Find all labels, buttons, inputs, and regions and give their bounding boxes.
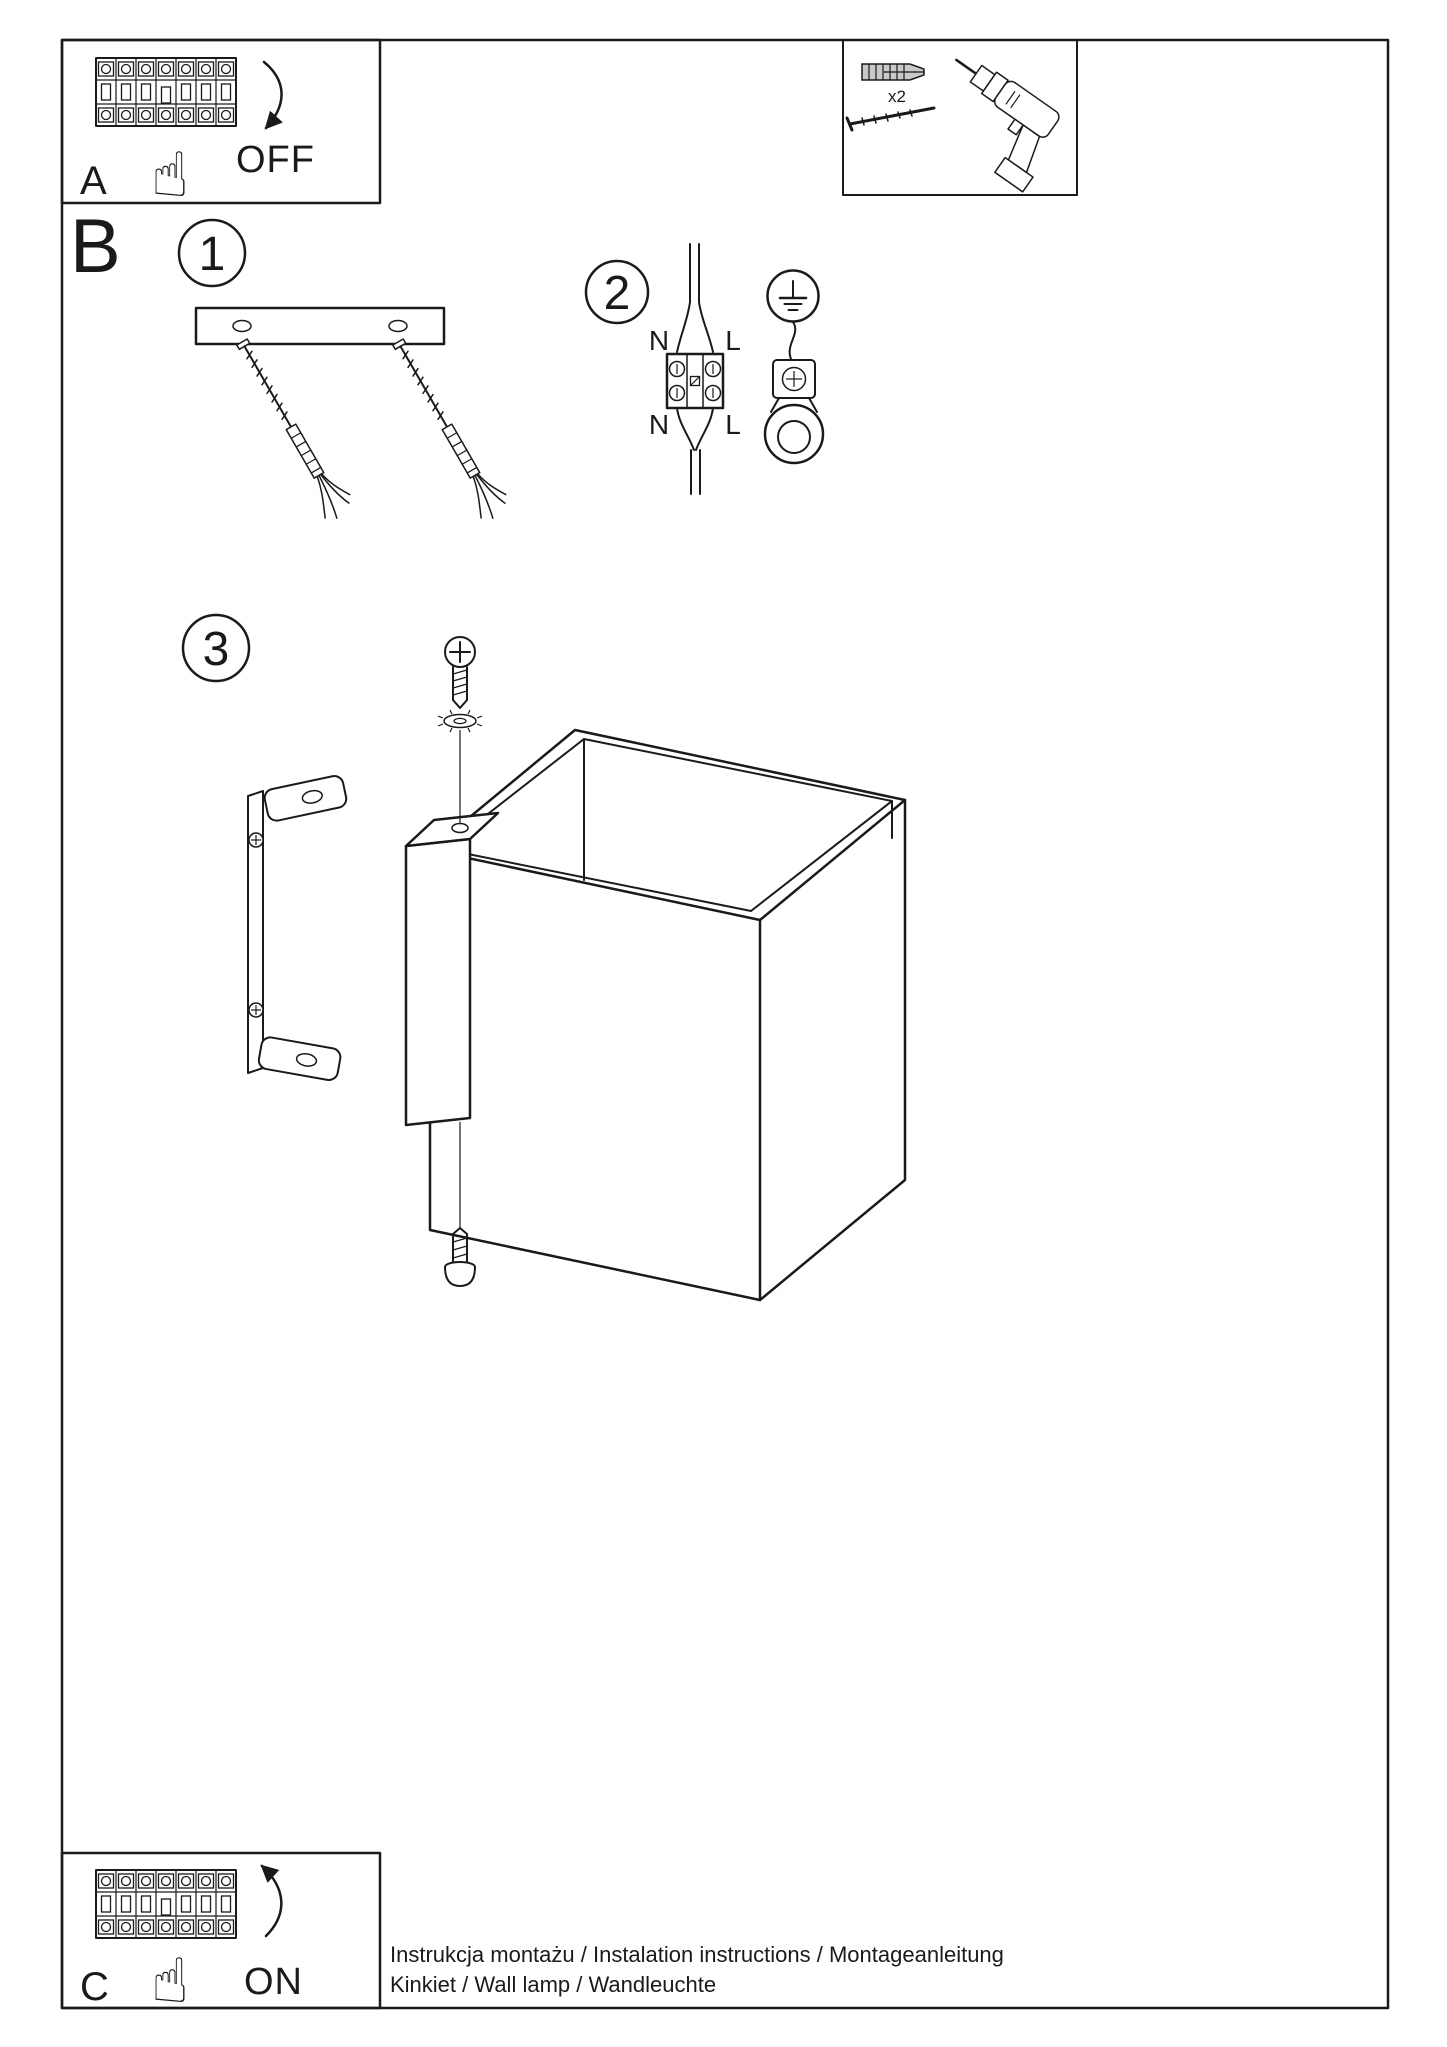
- mains-cable-bottom: [676, 407, 714, 495]
- anchor-screw-left: [236, 338, 351, 519]
- step-1: 1: [177, 218, 507, 519]
- section-c-box: ☝ ON C: [60, 1851, 382, 2017]
- step-1-badge: [177, 218, 247, 288]
- step-2: 2 N L N L: [584, 243, 825, 495]
- wire-l-top-label: L: [725, 325, 741, 356]
- bracket-hole-top: [301, 789, 323, 804]
- ground-wire: [788, 321, 797, 360]
- fixing-screw-bottom: [444, 1227, 476, 1287]
- hand-icon-c: ☝: [151, 1944, 189, 2017]
- section-c-label: C: [80, 1965, 109, 2009]
- plate-hole-right: [388, 319, 408, 333]
- switch-off-arrow-icon: [262, 60, 283, 130]
- tools-box-border: [842, 39, 1078, 196]
- anchor-qty-label: x2: [888, 87, 906, 106]
- section-a-label: A: [80, 159, 107, 203]
- off-label: OFF: [236, 139, 315, 181]
- section-a-box: ☝ OFF A: [60, 38, 382, 211]
- ground-connector: [763, 359, 825, 465]
- step-3-number: 3: [203, 623, 230, 676]
- screw-icon: [845, 106, 936, 132]
- section-c-border: [60, 1851, 382, 2010]
- mains-cable: [676, 243, 714, 353]
- section-b-label: B: [70, 204, 121, 289]
- fixing-screw-top: [444, 636, 476, 709]
- on-label: ON: [244, 1961, 303, 2003]
- wire-l-bottom-label: L: [725, 409, 741, 440]
- step-2-badge: [584, 259, 650, 325]
- terminal-block: [665, 352, 725, 410]
- step-3-badge: [181, 613, 251, 683]
- ground-symbol-icon: [766, 269, 820, 323]
- wire-n-bottom-label: N: [649, 409, 669, 440]
- wire-n-top-label: N: [649, 325, 669, 356]
- switch-on-arrow-icon: [260, 1864, 283, 1938]
- footer-line-2: Kinkiet / Wall lamp / Wandleuchte: [390, 1972, 716, 1997]
- mounting-box: [404, 811, 500, 1127]
- step-1-number: 1: [199, 228, 226, 281]
- mounting-box-screw-hole: [451, 822, 469, 834]
- step-3: 3: [181, 613, 907, 1302]
- page-frame: [60, 38, 1390, 2010]
- step-2-number: 2: [604, 267, 631, 320]
- tools-box: x2: [842, 39, 1078, 196]
- section-a-border: [60, 38, 382, 205]
- plate-hole-left: [232, 319, 252, 333]
- mounting-plate: [194, 306, 446, 346]
- lock-washer: [437, 709, 483, 733]
- anchor-screw-right: [392, 338, 507, 519]
- wall-bracket: [247, 775, 348, 1081]
- cube-inner-rim: [442, 738, 893, 912]
- lamp-cube-shade: [428, 728, 907, 1302]
- hand-icon: ☝: [151, 138, 189, 211]
- footer-line-1: Instrukcja montażu / Instalation instruc…: [390, 1942, 1004, 1967]
- bracket-hole-bottom: [295, 1053, 318, 1067]
- wall-anchor-icon: [861, 63, 925, 81]
- drill-icon: [955, 58, 1060, 193]
